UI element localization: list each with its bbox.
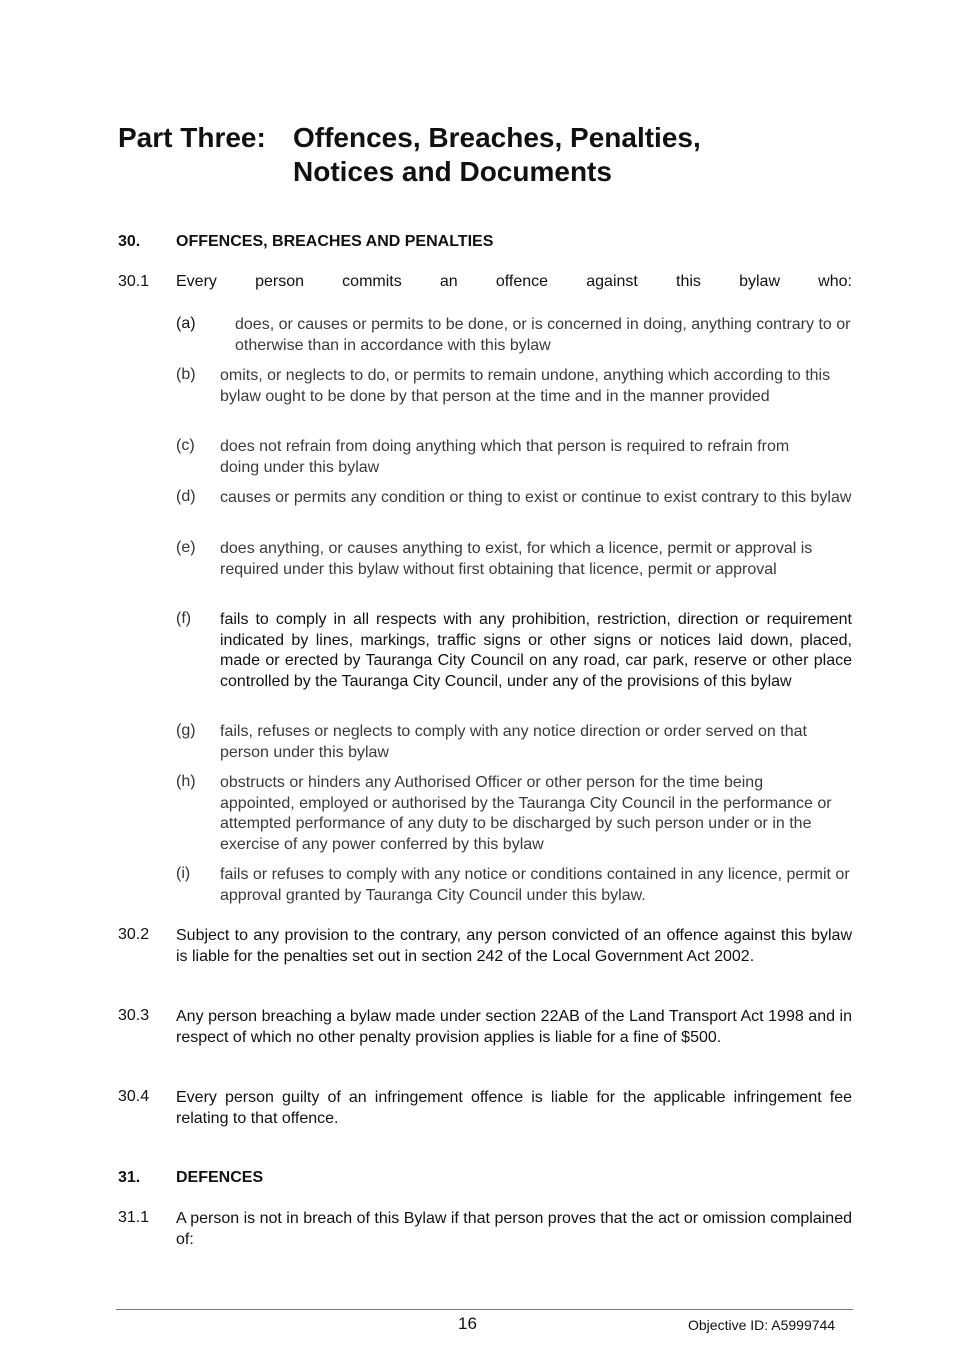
item-label: (f) <box>176 610 192 627</box>
clause-text: Every person commits an offence against … <box>176 273 852 291</box>
part-title-line: Offences, Breaches, Penalties, <box>293 122 701 153</box>
item-text: does, or causes or permits to be done, o… <box>235 316 851 354</box>
section-title: OFFENCES, BREACHES AND PENALTIES <box>176 233 494 250</box>
clause-number: 30.3 <box>118 1007 150 1024</box>
clause-word: offence <box>495 273 549 290</box>
clause-text: A person is not in breach of this Bylaw … <box>176 1210 852 1248</box>
section-number: 31. <box>118 1169 141 1186</box>
clause-number: 30.4 <box>118 1088 150 1105</box>
item-label: (i) <box>176 865 191 882</box>
item-text: obstructs or hinders any Authorised Offi… <box>220 774 832 853</box>
item-label: (a) <box>176 315 196 332</box>
item-label: (c) <box>176 437 195 454</box>
item-text: fails or refuses to comply with any noti… <box>220 866 850 904</box>
item-text: does anything, or causes anything to exi… <box>220 540 813 578</box>
clause-word: person <box>255 273 304 290</box>
page-number: 16 <box>458 1314 477 1333</box>
part-title-line: Notices and Documents <box>293 156 612 187</box>
clause-word: Every <box>176 273 217 290</box>
item-label: (b) <box>176 366 196 383</box>
item-text: fails to comply in all respects with any… <box>220 611 852 690</box>
clause-number: 31.1 <box>118 1209 150 1226</box>
clause-word: against <box>586 273 638 290</box>
item-text: omits, or neglects to do, or permits to … <box>220 367 831 405</box>
clause-text: Any person breaching a bylaw made under … <box>176 1008 852 1046</box>
item-label: (e) <box>176 539 196 556</box>
part-title: Offences, Breaches, Penalties, Notices a… <box>293 121 813 189</box>
clause-word: commits <box>342 273 402 290</box>
item-label: (h) <box>176 773 196 790</box>
objective-id: Objective ID: A5999744 <box>688 1317 836 1333</box>
clause-number: 30.2 <box>118 926 150 943</box>
footer-divider <box>116 1309 853 1310</box>
section-number: 30. <box>118 233 141 250</box>
item-label: (g) <box>176 722 196 739</box>
clause-number: 30.1 <box>118 273 150 290</box>
item-text: fails, refuses or neglects to comply wit… <box>220 723 807 761</box>
clause-text: Subject to any provision to the contrary… <box>176 927 852 965</box>
clause-text: Every person guilty of an infringement o… <box>176 1089 852 1127</box>
part-label: Part Three: <box>118 122 266 153</box>
clause-word: an <box>439 273 458 290</box>
item-text: does not refrain from doing anything whi… <box>220 438 790 476</box>
item-label: (d) <box>176 488 196 505</box>
clause-word: who: <box>818 273 852 290</box>
item-text: causes or permits any condition or thing… <box>220 489 852 506</box>
clause-word: this <box>676 273 701 290</box>
clause-word: bylaw <box>739 273 780 290</box>
section-title: DEFENCES <box>176 1169 264 1186</box>
